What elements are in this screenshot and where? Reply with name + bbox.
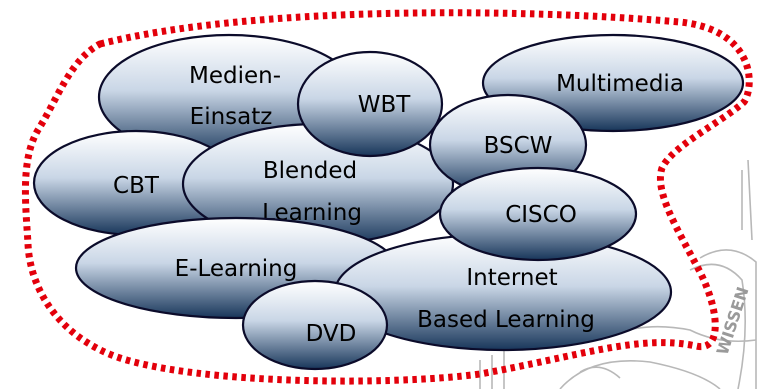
node-blended-label-1: Blended — [263, 158, 357, 184]
node-cisco-ellipse — [438, 166, 638, 262]
node-internet-based-learning: Internet Based Learning — [333, 232, 673, 352]
node-dvd-label: DVD — [306, 321, 357, 347]
node-cisco-label: CISCO — [505, 202, 577, 228]
node-dvd-ellipse — [241, 279, 389, 371]
node-dvd: DVD — [241, 279, 389, 371]
sketch-text: WISSEN — [713, 285, 753, 358]
node-medien-label-2: Einsatz — [190, 104, 273, 130]
node-medien-label-1: Medien- — [189, 63, 281, 89]
node-wbt-ellipse — [296, 50, 444, 158]
node-multimedia-label: Multimedia — [556, 71, 684, 97]
node-elearning-label: E-Learning — [175, 256, 298, 282]
node-cisco: CISCO — [438, 166, 638, 262]
node-wbt: WBT — [296, 50, 444, 158]
node-internet-label-1: Internet — [466, 265, 557, 291]
node-wbt-label: WBT — [358, 92, 412, 118]
node-bscw-label: BSCW — [484, 133, 553, 159]
red-dotted-boundary — [21, 9, 753, 385]
node-internet-label-2: Based Learning — [417, 307, 595, 333]
node-cbt-label: CBT — [113, 173, 160, 199]
